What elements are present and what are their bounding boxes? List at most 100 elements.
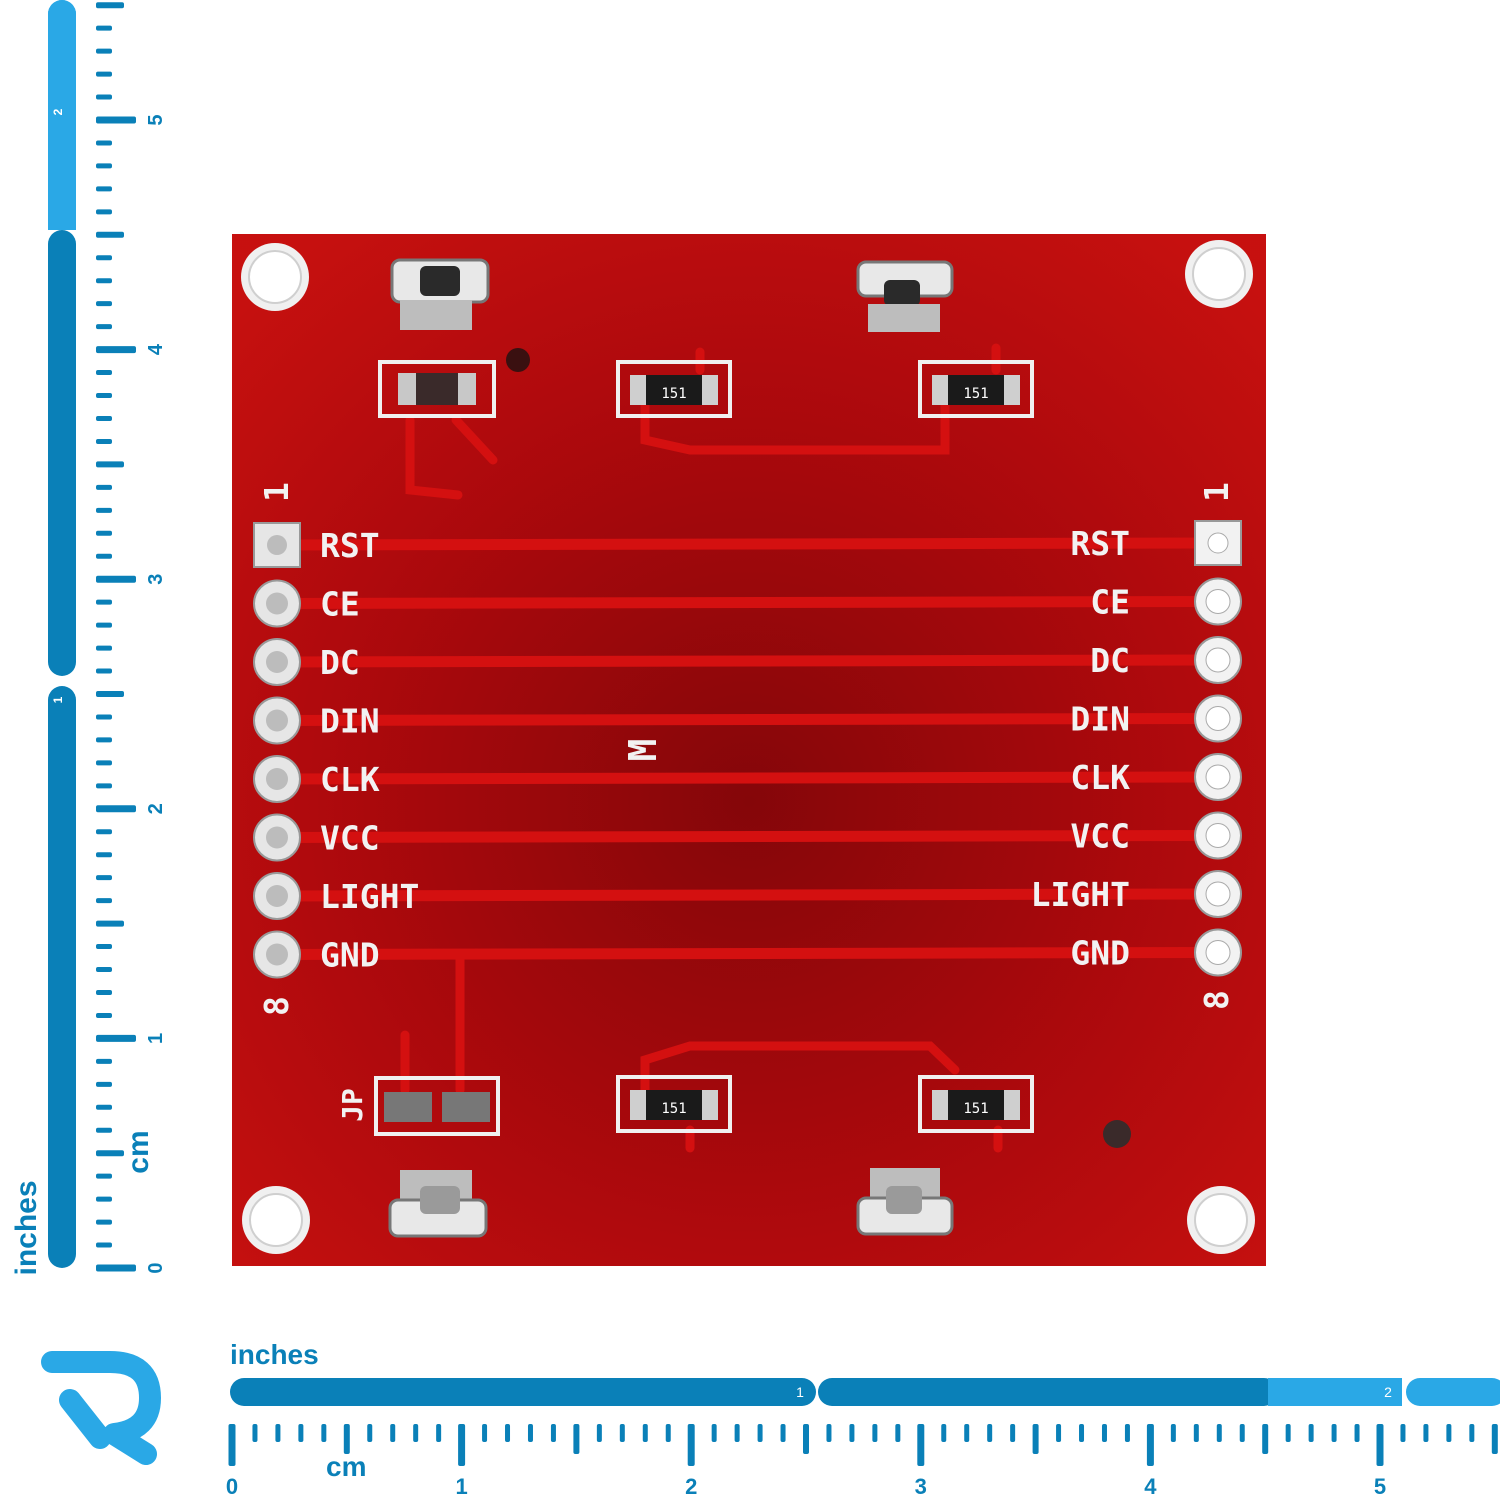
ruler-tick <box>96 599 112 605</box>
pin-trace <box>279 713 1216 726</box>
right-pin-label: CLK <box>1070 758 1130 797</box>
pin-trace <box>279 654 1216 668</box>
vertical-inches-label: inches <box>10 1180 43 1275</box>
ruler-tick <box>96 737 112 743</box>
vertical-inch-mark: 1 2 <box>51 108 65 703</box>
right-pad-hole <box>1205 706 1231 731</box>
svg-text:1: 1 <box>51 696 65 703</box>
ruler-tick <box>505 1424 511 1442</box>
left-pad-hole <box>267 535 287 555</box>
ruler-tick <box>343 1424 350 1454</box>
ruler-tick <box>917 1424 925 1466</box>
left-pin-label: DIN <box>320 702 380 741</box>
ruler-tick <box>96 393 112 399</box>
ruler-tick <box>734 1424 740 1442</box>
ruler-tick <box>96 760 112 766</box>
ruler-tick <box>96 645 112 651</box>
ruler-tick <box>1124 1424 1130 1442</box>
ruler-tick <box>596 1424 602 1442</box>
ruler-tick <box>1010 1424 1016 1442</box>
ruler-tick <box>96 507 112 513</box>
left-pin8-marker: 8 <box>257 996 296 1016</box>
left-pin-label: LIGHT <box>320 877 419 916</box>
ruler-tick <box>96 461 124 468</box>
ruler-tick <box>96 415 112 421</box>
right-pad-hole <box>1205 589 1231 614</box>
left-pad-hole <box>266 651 288 673</box>
ruler-tick <box>849 1424 855 1442</box>
ruler-tick <box>482 1424 488 1442</box>
ruler-tick <box>96 116 136 124</box>
pcb-board: 151 151 151 151 <box>232 234 1266 1266</box>
ruler-tick <box>527 1424 533 1442</box>
ruler-tick <box>987 1424 993 1442</box>
right-pad-hole <box>1205 881 1231 907</box>
ruler-tick <box>96 231 124 238</box>
ruler-tick <box>96 438 112 444</box>
ruler-tick <box>321 1424 327 1442</box>
ruler-tick <box>96 278 112 284</box>
right-pin1-marker: 1 <box>1197 482 1236 502</box>
pin-trace <box>279 596 1216 609</box>
ruler-tick <box>96 1034 136 1042</box>
left-pad-hole <box>266 885 288 907</box>
right-pad-hole <box>1205 940 1231 965</box>
ruler-tick <box>96 530 112 536</box>
right-pad-hole <box>1207 532 1229 554</box>
ruler-tick <box>96 920 124 927</box>
right-pin-label: DC <box>1090 641 1130 680</box>
ruler-tick <box>96 989 112 995</box>
right-pin-label: GND <box>1070 934 1130 973</box>
ruler-tick <box>619 1424 625 1442</box>
ruler-tick <box>458 1424 466 1466</box>
ruler-tick <box>642 1424 648 1442</box>
left-pad-hole <box>266 826 288 849</box>
ruler-tick <box>1239 1424 1245 1442</box>
left-square-pad <box>253 522 301 568</box>
svg-text:151: 151 <box>963 1101 988 1117</box>
right-pin-label: LIGHT <box>1031 875 1130 914</box>
ruler-tick <box>96 209 112 215</box>
pin-row-light: LIGHT LIGHT <box>253 870 1242 920</box>
ruler-tick <box>390 1424 396 1442</box>
vertical-cm-number: 3 <box>145 574 167 585</box>
ruler-tick <box>96 668 112 674</box>
ruler-tick <box>1491 1424 1498 1454</box>
ruler-tick <box>96 2 124 9</box>
ruler-tick <box>1056 1424 1062 1442</box>
ruler-tick <box>96 370 112 376</box>
ruler-tick <box>96 898 112 904</box>
ruler-tick <box>96 25 112 31</box>
ruler-tick <box>1354 1424 1360 1442</box>
ruler-tick <box>96 967 112 973</box>
ruler-tick <box>96 301 112 307</box>
right-pin8-marker: 8 <box>1197 990 1236 1010</box>
pin-trace <box>279 771 1216 785</box>
ruler-tick <box>413 1424 419 1442</box>
horizontal-cm-number: 3 <box>915 1474 927 1499</box>
smd-buttons <box>388 258 1131 1238</box>
ruler-tick <box>687 1424 695 1466</box>
ruler-tick <box>1423 1424 1429 1442</box>
ruler-tick <box>872 1424 878 1442</box>
ruler-tick <box>1285 1424 1291 1442</box>
ruler-tick <box>711 1424 717 1442</box>
ruler-tick <box>96 714 112 720</box>
ruler-tick <box>96 71 112 77</box>
right-pad-hole <box>1205 647 1231 673</box>
vertical-cm-number: 2 <box>145 803 167 814</box>
horizontal-inch-mark: 2 <box>1384 1384 1392 1400</box>
horizontal-ruler-ticks <box>228 1424 1498 1466</box>
ruler-tick <box>96 186 112 192</box>
left-pad-hole <box>266 943 288 966</box>
resistor: 151 <box>616 1075 732 1133</box>
svg-text:JP: JP <box>336 1088 369 1122</box>
right-pin-label: RST <box>1070 524 1130 563</box>
resistor: 151 <box>616 360 732 418</box>
